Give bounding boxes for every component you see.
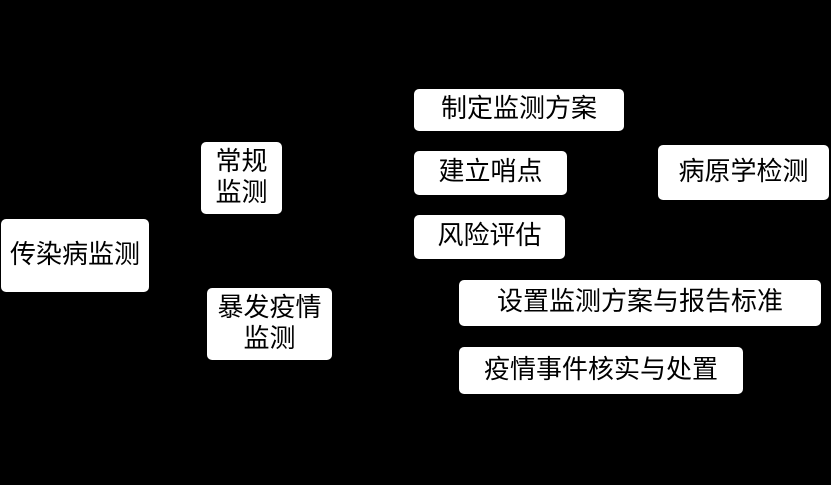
step-label: 风险评估 xyxy=(437,221,542,252)
outbreak-surveillance-label-line1: 暴发疫情 xyxy=(217,292,322,323)
pathogen-testing-node: 病原学检测 xyxy=(658,145,829,200)
routine-surveillance-node: 常规 监测 xyxy=(201,142,282,214)
step-node-develop-surveillance-plan: 制定监测方案 xyxy=(414,89,624,131)
pathogen-testing-label: 病原学检测 xyxy=(678,156,809,187)
step-label: 建立哨点 xyxy=(438,157,543,188)
step-node-set-plan-and-reporting-standards: 设置监测方案与报告标准 xyxy=(459,280,821,326)
outbreak-surveillance-label-line2: 监测 xyxy=(243,324,296,354)
root-node-infectious-disease-surveillance: 传染病监测 xyxy=(1,219,149,292)
step-node-verify-and-handle-outbreak-events: 疫情事件核实与处置 xyxy=(459,347,743,394)
step-label: 疫情事件核实与处置 xyxy=(483,354,718,385)
step-node-risk-assessment: 风险评估 xyxy=(414,215,565,259)
root-node-label: 传染病监测 xyxy=(9,239,140,270)
step-label: 设置监测方案与报告标准 xyxy=(496,287,783,318)
step-node-establish-sentinel-sites: 建立哨点 xyxy=(414,151,567,195)
routine-surveillance-label-line2: 监测 xyxy=(215,178,268,208)
step-label: 制定监测方案 xyxy=(440,94,597,125)
outbreak-surveillance-node: 暴发疫情 监测 xyxy=(207,288,332,360)
routine-surveillance-label-line1: 常规 xyxy=(215,146,268,177)
